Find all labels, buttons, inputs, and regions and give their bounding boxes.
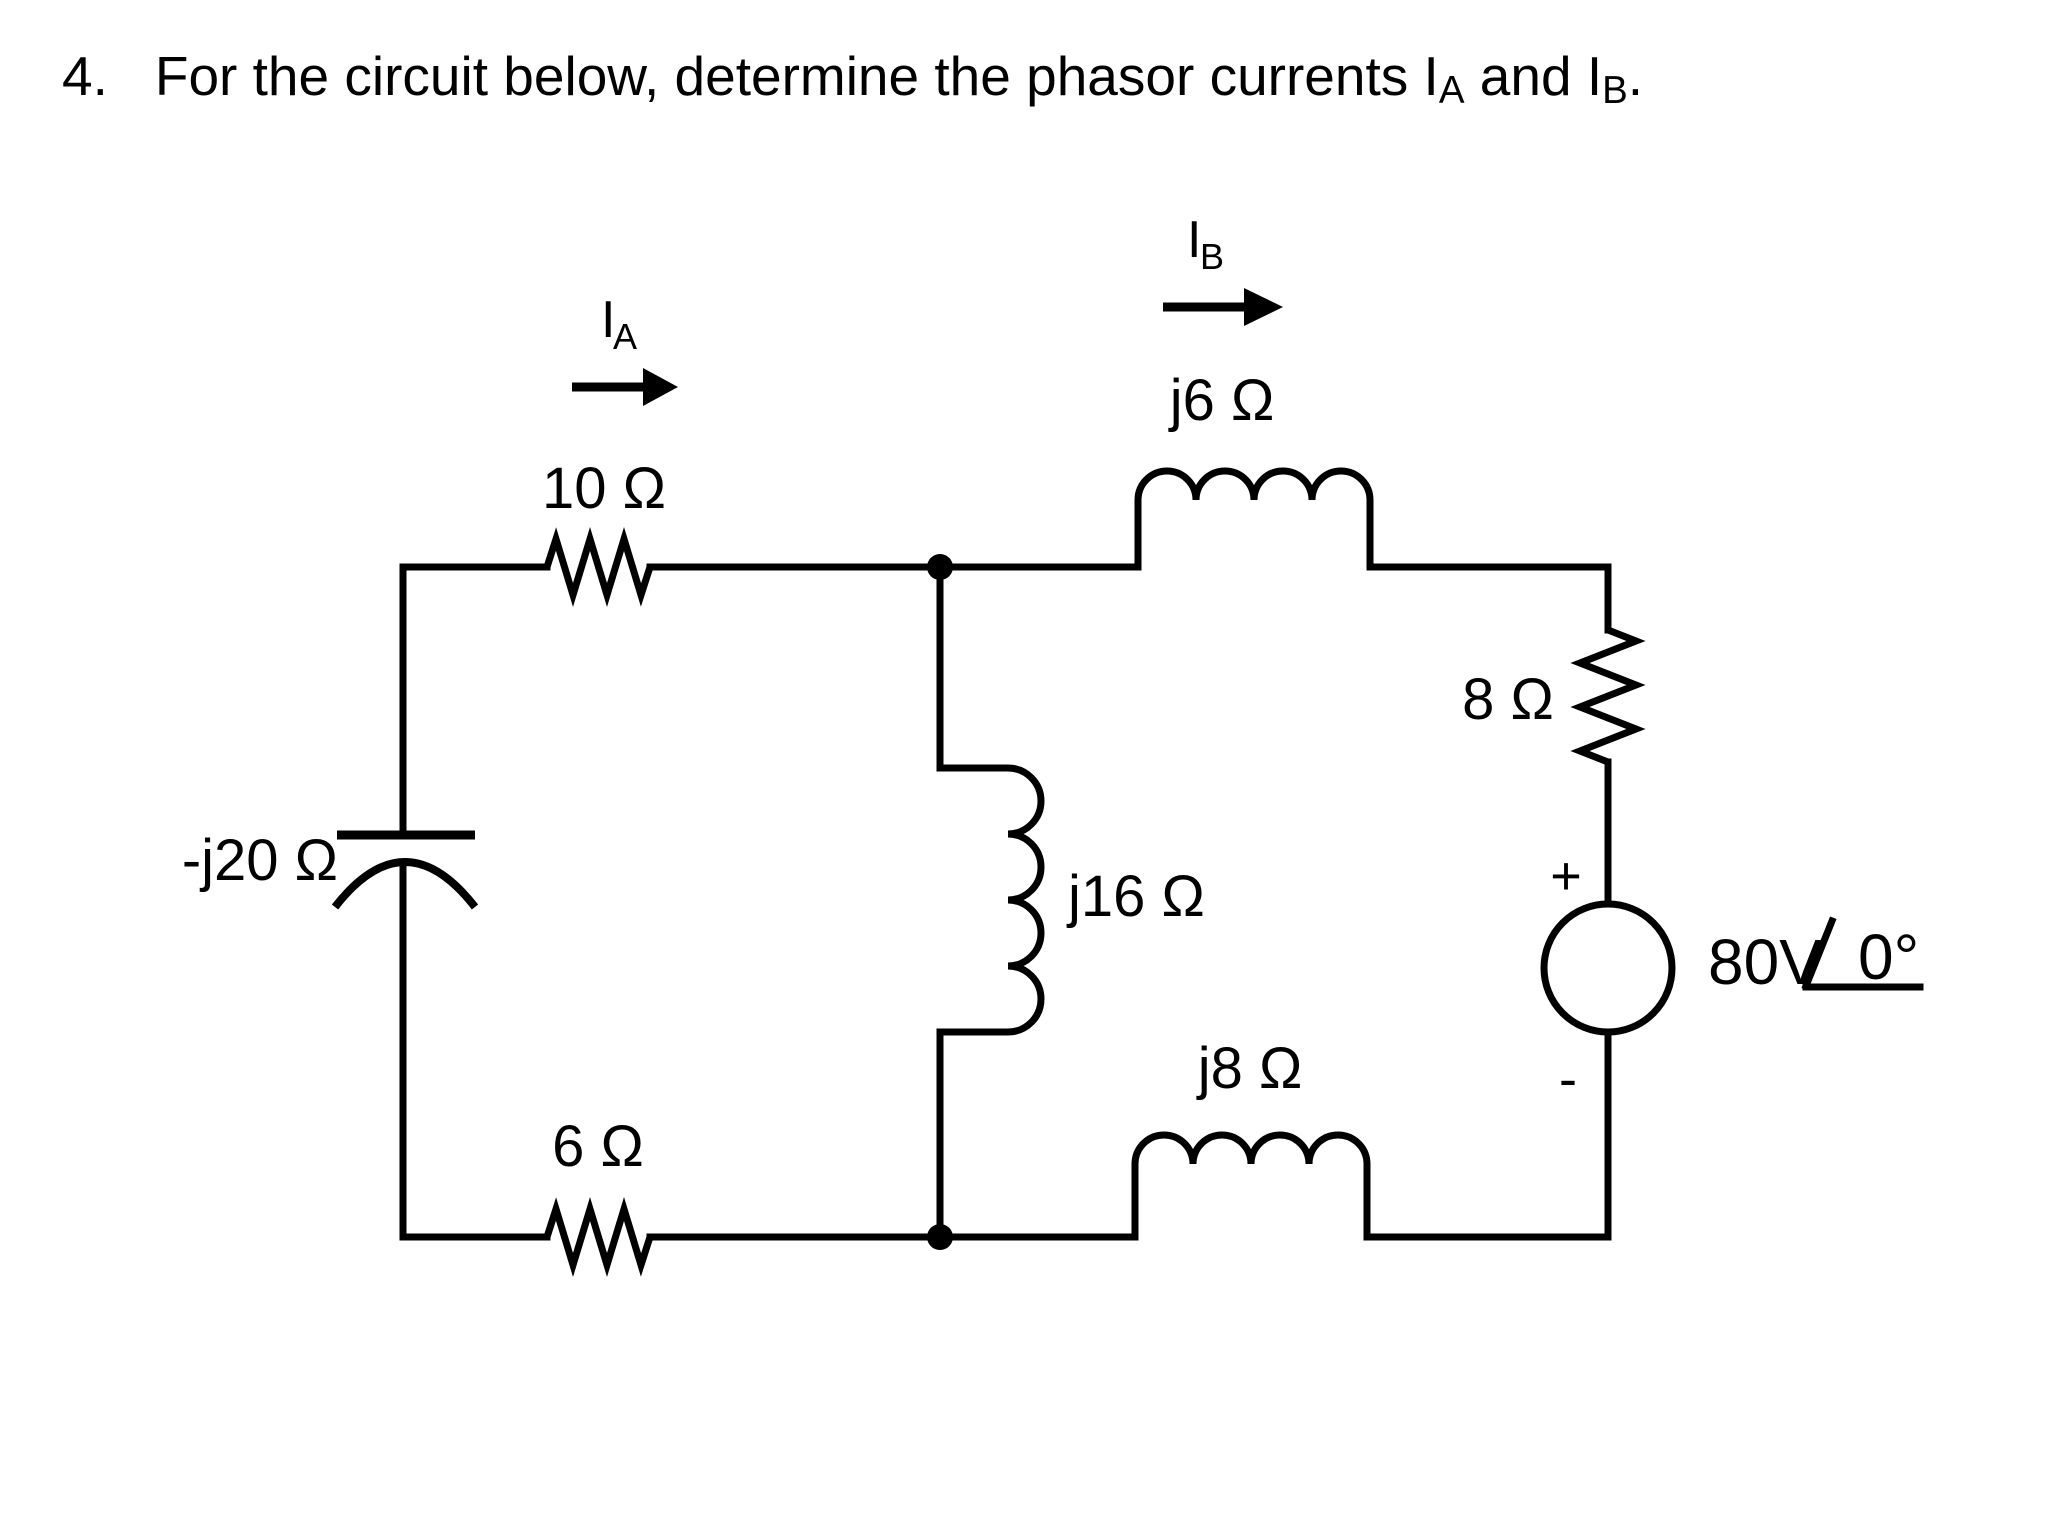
phasor-angle-icon <box>1801 916 1924 991</box>
inductor-j16ohm-label: j16 Ω <box>1066 864 1205 929</box>
voltage-source-minus: - <box>1559 1049 1577 1109</box>
capacitor-plate-curved <box>331 858 479 910</box>
problem-statement: For the circuit below, determine the pha… <box>154 45 1644 113</box>
problem-title: 4. For the circuit below, determine the … <box>62 44 1644 113</box>
resistor-6ohm: 6 Ω <box>543 1114 654 1278</box>
inductor-j16ohm: j16 Ω <box>940 764 1205 1036</box>
resistor-8ohm-symbol <box>1570 626 1646 766</box>
voltage-source-symbol <box>1540 900 1676 1036</box>
current-ia-inline: IA <box>1423 45 1465 113</box>
inductor-j8ohm: j8 Ω <box>1131 1036 1371 1237</box>
resistor-10ohm: 10 Ω <box>542 456 666 608</box>
current-ia-subscript: A <box>613 316 637 357</box>
inductor-j16ohm-symbol <box>940 764 1045 1036</box>
resistor-6ohm-label: 6 Ω <box>552 1114 644 1179</box>
capacitor-j20ohm: -j20 Ω <box>182 828 479 910</box>
current-ib-annotation: I B <box>1163 211 1283 326</box>
wires <box>399 563 1612 1241</box>
current-ia-annotation: I A <box>572 291 678 406</box>
voltage-source: + - 80V 0° <box>1540 846 1924 1109</box>
resistor-10ohm-label: 10 Ω <box>542 456 666 521</box>
node-dot-bottom <box>927 1224 953 1250</box>
capacitor-j20ohm-label: -j20 Ω <box>182 828 338 893</box>
current-ib-subscript: B <box>1200 236 1224 277</box>
inductor-j6ohm-label: j6 Ω <box>1168 368 1275 433</box>
problem-number: 4. <box>62 45 108 107</box>
resistor-6ohm-symbol <box>543 1196 654 1278</box>
current-ia-arrow-icon <box>572 368 678 406</box>
current-ia-symbol: I <box>601 291 615 349</box>
current-ib-symbol: I <box>1187 211 1201 269</box>
inductor-j6ohm: j6 Ω <box>1134 368 1374 567</box>
inductor-j8ohm-symbol <box>1131 1131 1371 1237</box>
current-ib-arrow-icon <box>1163 288 1283 326</box>
resistor-8ohm: 8 Ω <box>1462 626 1646 766</box>
resistor-10ohm-symbol <box>543 526 654 608</box>
inductor-j8ohm-label: j8 Ω <box>1196 1036 1303 1101</box>
node-dot-top <box>927 554 953 580</box>
resistor-8ohm-label: 8 Ω <box>1462 667 1554 732</box>
voltage-source-plus: + <box>1550 846 1582 906</box>
inductor-j6ohm-symbol <box>1134 467 1374 567</box>
voltage-source-angle: 0° <box>1858 921 1919 993</box>
current-ib-inline: IB <box>1586 45 1628 113</box>
